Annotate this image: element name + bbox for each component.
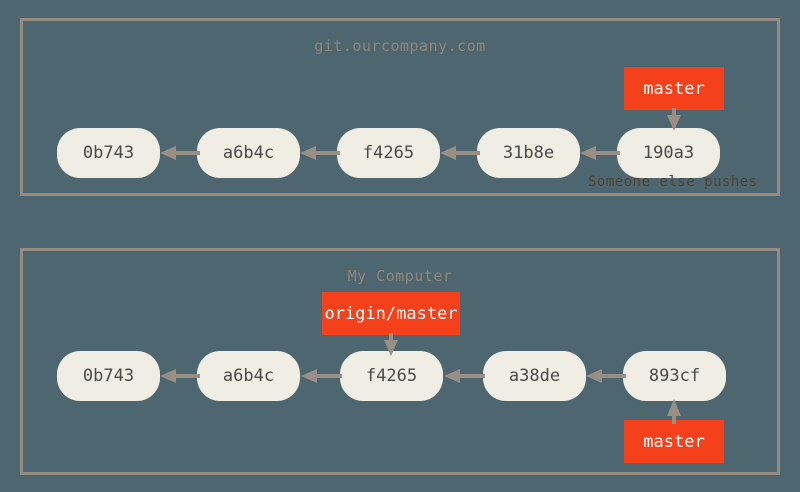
panel-remote-repository: git.ourcompany.com xyxy=(20,18,780,196)
commit-node[interactable]: a38de xyxy=(483,351,586,401)
ref-label-master[interactable]: master xyxy=(624,420,724,463)
commit-node[interactable]: 893cf xyxy=(623,351,726,401)
commit-node[interactable]: 190a3 xyxy=(617,128,720,178)
commit-node[interactable]: 0b743 xyxy=(57,351,160,401)
commit-node[interactable]: f4265 xyxy=(340,351,443,401)
ref-label-origin-master[interactable]: origin/master xyxy=(322,292,460,335)
commit-node[interactable]: 31b8e xyxy=(477,128,580,178)
panel-local-repository: My Computer xyxy=(20,248,780,475)
commit-node[interactable]: a6b4c xyxy=(197,128,300,178)
panel-local-title: My Computer xyxy=(347,267,453,285)
panel-remote-title: git.ourcompany.com xyxy=(314,37,486,55)
commit-node[interactable]: 0b743 xyxy=(57,128,160,178)
ref-label-master[interactable]: master xyxy=(624,67,724,110)
commit-node[interactable]: a6b4c xyxy=(197,351,300,401)
caption-someone-else-pushes: Someone else pushes xyxy=(588,174,758,190)
commit-node[interactable]: f4265 xyxy=(337,128,440,178)
